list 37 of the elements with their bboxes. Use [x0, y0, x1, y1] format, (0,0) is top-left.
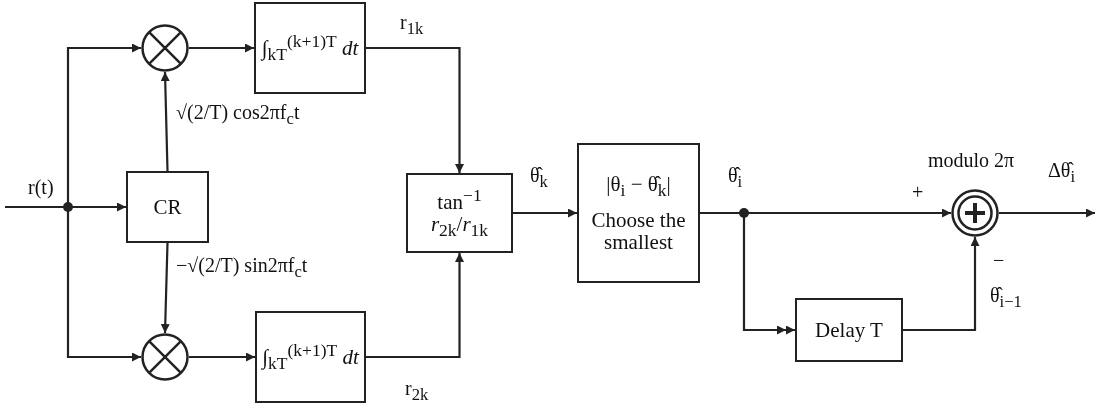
multiplier-symbol [141, 333, 189, 381]
sign-label: + [912, 182, 924, 202]
arrow [189, 352, 255, 362]
arctangent-box [406, 173, 513, 253]
block-text: ∫$_{kT}$$^{(k+1)T}$ dt [262, 341, 359, 373]
delay-box [795, 298, 903, 362]
integrator-box [255, 311, 366, 403]
signal-label: r$_{2k}$ [405, 378, 429, 404]
arrow [366, 46, 464, 173]
signal-label: θ̂$_{i−1}$ [990, 285, 1022, 311]
signal-label: −√(2/T) sin2πf$_{c}$t [176, 255, 308, 281]
arrow [903, 237, 980, 332]
signal-label: r(t) [28, 177, 54, 197]
block-text: Delay T [815, 318, 883, 341]
block-text: tan$^{−1}$ r$_{2k}$/r$_{1k}$ [429, 186, 490, 240]
arrow [189, 43, 254, 53]
arrow [160, 71, 170, 172]
signal-label: r$_{1k}$ [400, 12, 424, 38]
annotation-text: modulo 2π [928, 150, 1015, 170]
summing-junction-symbol [951, 189, 999, 237]
selector-box [577, 143, 700, 283]
signal-label: Δθ̂$_{i}$ [1048, 160, 1076, 186]
arrow [513, 208, 577, 218]
block-text: Choose the smallest [590, 209, 687, 254]
formula-text: |θ$_{i}$ − θ̂$_{k}$| [606, 172, 671, 200]
sign-label: − [993, 250, 1005, 270]
multiplier-symbol [141, 24, 189, 72]
block-text: CR [153, 195, 182, 218]
signal-label: θ̂$_{k}$ [530, 165, 548, 191]
integrator-box [254, 2, 366, 94]
signal-label: θ̂$_{i}$ [728, 165, 743, 191]
arrow [160, 242, 170, 334]
signal-label: √(2/T) cos2πf$_{c}$t [176, 102, 300, 128]
block-text: ∫$_{kT}$$^{(k+1)T}$ dt [261, 32, 359, 64]
arrow [366, 253, 464, 359]
carrier-recovery-box [126, 171, 209, 243]
arrow [999, 208, 1095, 218]
